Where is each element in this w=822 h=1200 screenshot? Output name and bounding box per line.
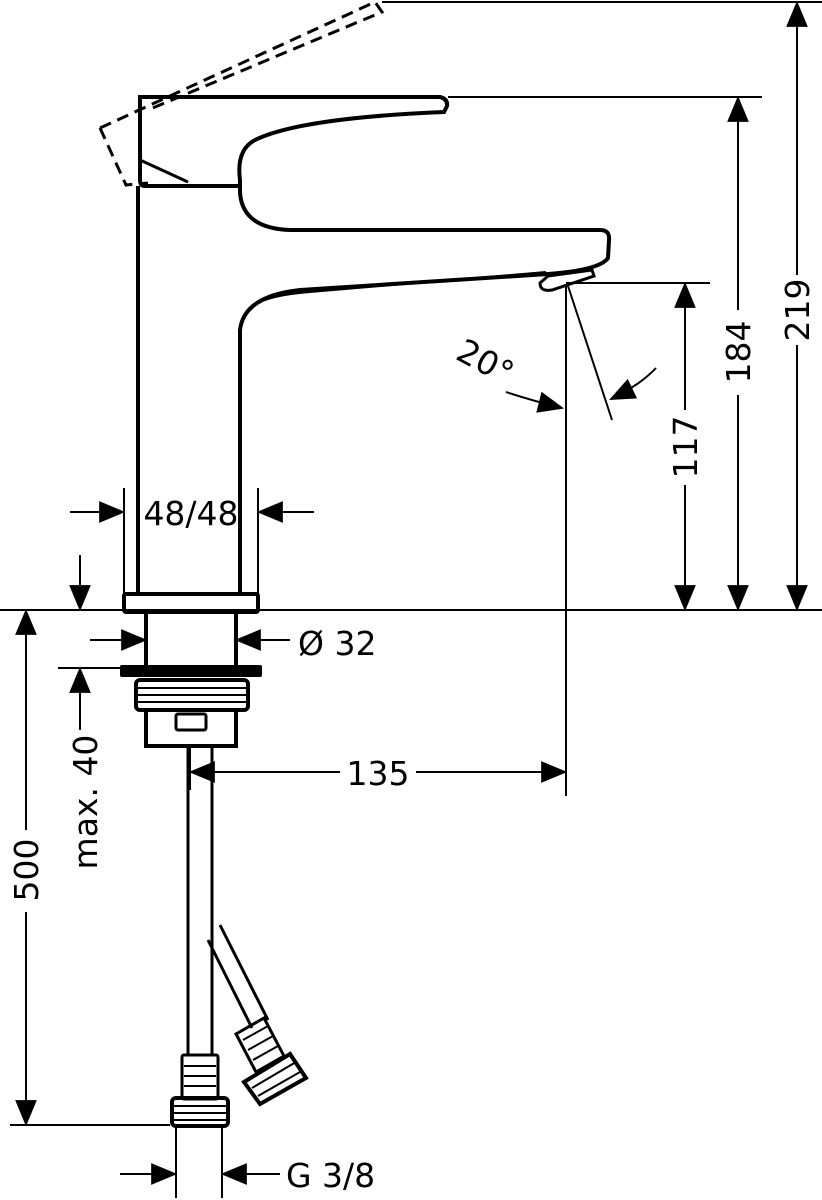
- label-spout-angle: 20°: [450, 331, 520, 393]
- handle-seam: [139, 158, 189, 184]
- label-spout-height: 117: [666, 416, 705, 479]
- label-handle-height: 184: [719, 321, 758, 384]
- label-spout-reach: 135: [347, 754, 410, 793]
- hose-connector-right: [233, 1015, 309, 1107]
- base-plate: [122, 592, 260, 614]
- label-base-width: 48/48: [143, 494, 238, 533]
- aerator: [538, 268, 596, 292]
- label-max-deck: max. 40: [66, 735, 105, 870]
- spout-body: [237, 185, 612, 596]
- label-shank-diameter: Ø 32: [298, 624, 376, 663]
- label-connection-thread: G 3/8: [286, 1156, 375, 1195]
- mounting-plate: [120, 665, 262, 677]
- supply-hoses: [170, 746, 309, 1128]
- label-hose-length: 500: [7, 839, 46, 902]
- angle-arrow-left: [505, 391, 565, 413]
- fixing-nut: [134, 678, 250, 748]
- angle-arrow-right: [609, 367, 657, 400]
- spout-angle-line: [567, 285, 613, 421]
- faucet-body: [98, 0, 612, 1128]
- label-total-height: 219: [778, 279, 817, 342]
- hose-connector-left: [170, 1053, 230, 1128]
- dimension-labels: 219 184 117 20° 48/48 Ø 32 max. 40 500 1…: [7, 279, 817, 1196]
- lever-handle: [138, 95, 450, 188]
- spout-highlight: [245, 271, 547, 313]
